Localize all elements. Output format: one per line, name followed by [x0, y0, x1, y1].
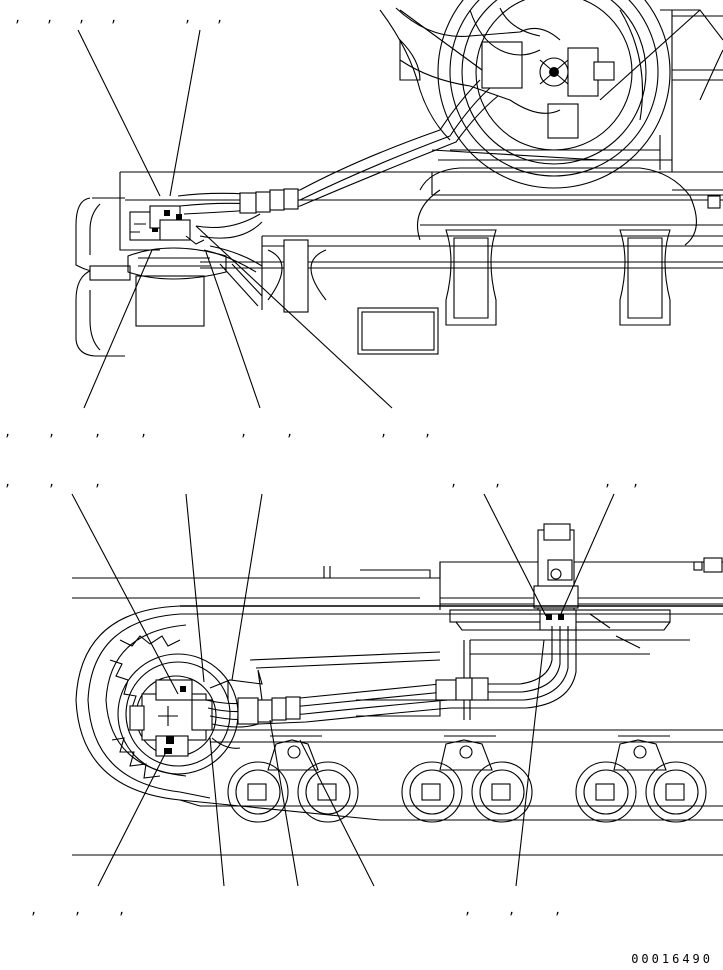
track-end-left — [75, 197, 131, 357]
travel-motor-top — [127, 205, 227, 327]
leader-mark: , — [380, 425, 387, 439]
leader-marks-top-row: , , , , , , — [14, 11, 223, 25]
leader-mark: , — [4, 425, 11, 439]
side-view — [71, 493, 723, 887]
leader-mark: , — [450, 475, 457, 489]
travel-motor-side — [117, 653, 239, 775]
leader-mark: , — [110, 11, 117, 25]
leader-mark: , — [30, 903, 37, 917]
leader-mark: , — [184, 11, 191, 25]
hoses-side — [205, 626, 577, 749]
leader-mark: , — [494, 475, 501, 489]
leader-mark: , — [48, 475, 55, 489]
track-rollers-side — [227, 735, 707, 823]
leader-mark: , — [78, 11, 85, 25]
leader-mark: , — [216, 11, 223, 25]
leader-marks-middle-row: , , , , , , , , — [4, 425, 431, 439]
leader-mark: , — [424, 425, 431, 439]
leader-lines-side — [71, 493, 615, 887]
top-view — [75, 0, 723, 409]
leader-mark: , — [46, 11, 53, 25]
leader-mark: , — [118, 903, 125, 917]
leader-mark: , — [48, 425, 55, 439]
leader-mark: , — [4, 475, 11, 489]
frame-brackets-top — [267, 239, 439, 355]
track-chain-side — [72, 605, 723, 856]
leader-mark: , — [94, 475, 101, 489]
track-rollers-top — [445, 229, 671, 326]
leader-mark: , — [286, 425, 293, 439]
leader-marks-side-bottom-row: , , , , , , — [30, 903, 561, 917]
leader-mark: , — [94, 425, 101, 439]
leader-mark: , — [508, 903, 515, 917]
leader-mark: , — [554, 903, 561, 917]
swing-circle-top — [379, 0, 723, 246]
leader-mark: , — [74, 903, 81, 917]
leader-lines-top — [77, 9, 701, 409]
leader-mark: , — [464, 903, 471, 917]
leader-mark: , — [240, 425, 247, 439]
leader-mark: , — [632, 475, 639, 489]
leader-marks-side-top-row: , , , , , , , — [4, 475, 639, 489]
leader-mark: , — [604, 475, 611, 489]
drawing-number: 00016490 — [631, 952, 713, 966]
hoses-top — [177, 79, 499, 307]
revolving-frame-side — [72, 557, 723, 610]
leader-mark: , — [140, 425, 147, 439]
track-frame-top — [119, 171, 723, 310]
leader-mark: , — [14, 11, 21, 25]
